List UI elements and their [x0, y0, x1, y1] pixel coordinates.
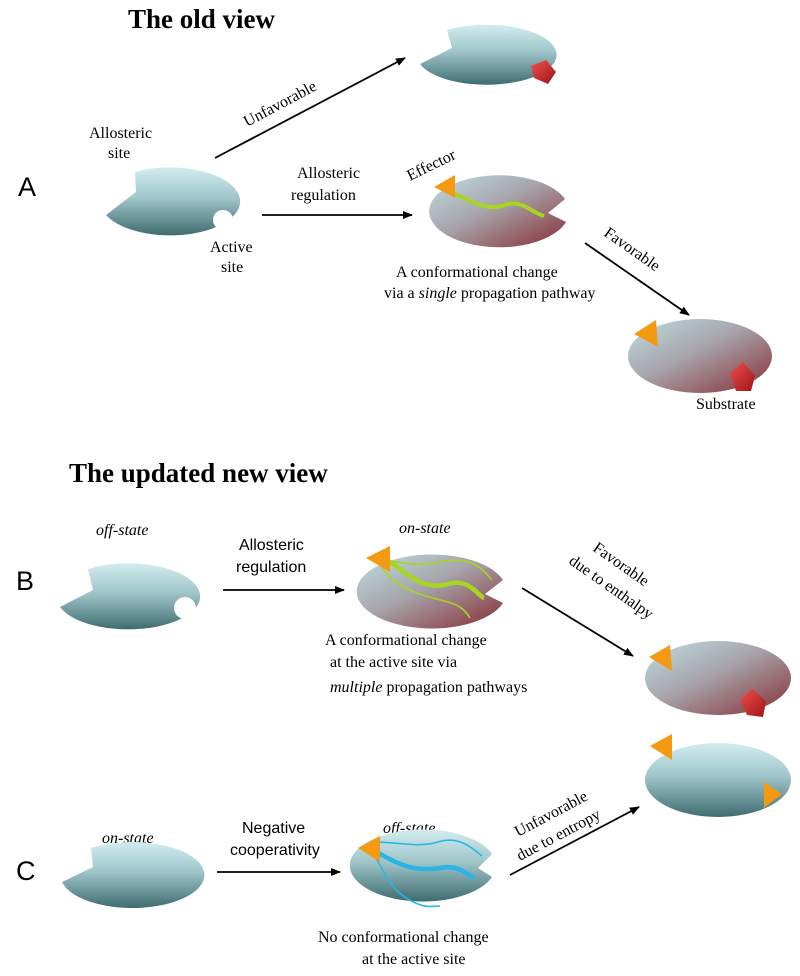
- no-change-label-1: No conformational change: [318, 929, 489, 946]
- favorable-arrow-a: [584, 242, 690, 316]
- active-site-label-2: site: [221, 259, 243, 276]
- off-state-label-b: off-state: [96, 522, 148, 539]
- protein-on-state-b: [356, 552, 503, 629]
- protein-active-a: [429, 175, 566, 248]
- no-change-label-2: at the active site: [362, 951, 466, 968]
- effector-shape-a: [434, 175, 455, 198]
- old-view-title: The old view: [128, 4, 276, 34]
- panel-label-c: C: [16, 856, 36, 886]
- protein-on-state-c: [62, 842, 205, 909]
- pathway-single-green: [445, 188, 545, 218]
- substrate-label: Substrate: [696, 396, 756, 413]
- pathway-green-3: [381, 567, 471, 619]
- negative-cooperativity-label-2: cooperativity: [230, 842, 320, 859]
- unfavorable-label-a: Unfavorable: [241, 78, 320, 131]
- favorable-arrow-b: [521, 587, 634, 657]
- effector-shape-c: [358, 836, 380, 862]
- protein-right-c: [645, 743, 791, 817]
- negative-cooperativity-label: Negative: [242, 820, 305, 837]
- effector-shape-c-right-2: [764, 782, 782, 808]
- pathway-blue-2: [372, 848, 476, 881]
- conformational-change-a-1: A conformational change: [396, 264, 558, 281]
- conformational-change-b-1: A conformational change: [325, 632, 487, 649]
- allosteric-regulation-label-a-2: regulation: [291, 187, 356, 204]
- active-site-label: Active: [210, 239, 253, 256]
- substrate-shape-b: [740, 689, 766, 717]
- allosteric-regulation-label-b: Allosteric: [239, 537, 304, 554]
- substrate-shape-top: [531, 60, 556, 84]
- protein-off-state-c: [349, 829, 492, 908]
- on-state-label-b: on-state: [399, 520, 451, 537]
- conformational-change-a-2: via a single propagation pathway: [384, 285, 596, 302]
- allosteric-regulation-label-b-2: regulation: [236, 559, 306, 576]
- unfavorable-arrow-c: [509, 806, 640, 876]
- substrate-shape-a: [730, 362, 755, 391]
- favorable-label-a: Favorable: [601, 224, 663, 275]
- unfavorable-arrow-a: [214, 57, 406, 159]
- pathway-blue-3: [375, 857, 441, 908]
- allosteric-site-label-2: site: [108, 145, 130, 162]
- protein-top-a: [420, 24, 557, 85]
- new-view-title: The updated new view: [69, 458, 328, 488]
- pathway-green-2: [376, 552, 486, 601]
- effector-shape-b-right: [649, 645, 672, 671]
- pathway-blue-1: [371, 839, 483, 857]
- conformational-change-b-3: multiple propagation pathways: [330, 679, 527, 696]
- effector-shape-c-right: [650, 734, 672, 760]
- allosteric-regulation-label-a: Allosteric: [297, 165, 360, 182]
- panel-label-b: B: [16, 566, 34, 596]
- protein-off-state-b: [60, 563, 201, 630]
- protein-inactive-a: [106, 167, 241, 236]
- panel-label-a: A: [18, 172, 36, 202]
- effector-shape-a-bottom: [634, 320, 658, 347]
- allosteric-site-label: Allosteric: [89, 125, 152, 142]
- effector-shape-b: [366, 546, 390, 572]
- conformational-change-b-2: at the active site via: [330, 654, 457, 671]
